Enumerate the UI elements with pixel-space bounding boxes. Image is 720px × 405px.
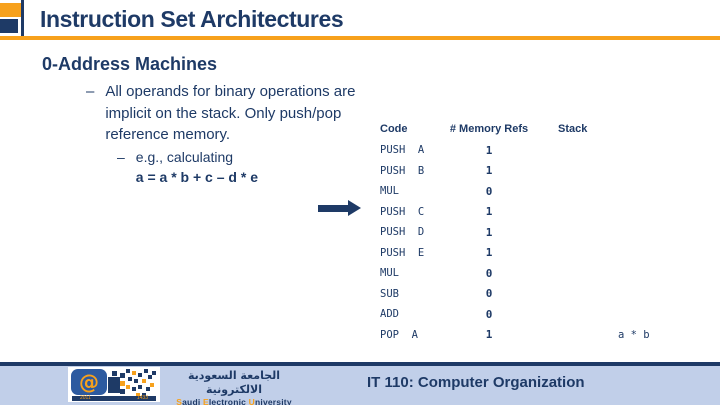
code-cell: POP A — [380, 328, 418, 341]
footer-navy-rule — [0, 362, 720, 366]
arrow-head — [348, 200, 361, 216]
bullet-operands: – All operands for binary operations are… — [86, 81, 356, 146]
table-row: MUL 0 — [380, 263, 705, 284]
bullet-line-3: reference memory. — [105, 126, 231, 143]
course-title: IT 110: Computer Organization — [367, 374, 585, 391]
rest-e: lectronic — [208, 397, 249, 405]
table-row: PUSH D 1 — [380, 222, 705, 243]
refs-cell: 0 — [485, 307, 493, 321]
bullet-text: All operands for binary operations are i… — [105, 81, 355, 146]
initial-e: E — [202, 397, 209, 405]
table-row: PUSH E 1 — [380, 243, 705, 264]
refs-cell: 0 — [485, 184, 493, 198]
table-row: ADD 0 — [380, 304, 705, 325]
header-vertical-line — [21, 0, 24, 36]
table-row: PUSH C 1 — [380, 202, 705, 223]
header-orange-rule — [0, 36, 720, 40]
refs-cell: 1 — [485, 205, 493, 219]
university-name-arabic: الجامعة السعودية الالكترونية — [187, 369, 281, 396]
code-cell: PUSH B — [380, 164, 425, 177]
arrow-body — [318, 205, 348, 212]
code-cell: MUL — [380, 267, 399, 280]
refs-cell: 1 — [485, 143, 493, 157]
code-cell: PUSH A — [380, 144, 425, 157]
table-row: MUL 0 — [380, 181, 705, 202]
sub-bullet-dash: – — [117, 149, 125, 165]
code-cell: SUB — [380, 287, 399, 300]
initial-u: U — [248, 397, 255, 405]
col-header-refs: # Memory Refs — [449, 123, 529, 135]
refs-cell: 1 — [485, 164, 493, 178]
header-navy-square — [0, 19, 18, 33]
col-header-stack: Stack — [558, 123, 588, 135]
refs-cell: 1 — [485, 225, 493, 239]
section-heading: 0-Address Machines — [42, 54, 218, 74]
example-text: e.g., calculating a = a * b + c – d * e — [136, 148, 258, 187]
refs-cell: 1 — [485, 246, 493, 260]
rest-s: audi — [182, 397, 203, 405]
code-cell: MUL — [380, 185, 399, 198]
table-header-row: Code # Memory Refs Stack — [380, 118, 705, 140]
bullet-example: – e.g., calculating a = a * b + c – d * … — [117, 148, 258, 187]
bullet-line-2: implicit on the stack. Only push/pop — [105, 104, 342, 122]
refs-cell: 1 — [485, 328, 493, 342]
refs-cell: 0 — [485, 266, 493, 280]
right-arrow-icon — [318, 200, 362, 217]
slide-title: Instruction Set Architectures — [40, 6, 344, 32]
table-row: PUSH A 1 — [380, 140, 705, 161]
header-orange-square — [0, 3, 22, 17]
stack-cell: a * b — [618, 328, 650, 341]
code-cell: ADD — [380, 308, 399, 321]
table-row: SUB 0 — [380, 284, 705, 305]
example-label: e.g., calculating — [135, 149, 234, 165]
rest-u: niversity — [254, 397, 292, 405]
bullet-line-1: All operands for binary operations are — [105, 83, 356, 100]
code-cell: PUSH D — [380, 226, 425, 239]
formula-text: a = a * b + c – d * e — [135, 169, 258, 185]
bullet-dash: – — [86, 83, 95, 100]
university-name: الجامعة السعودية الالكترونية Saudi Elect… — [163, 369, 305, 405]
refs-cell: 0 — [485, 287, 493, 301]
code-table: Code # Memory Refs Stack PUSH A 1 PUSH B… — [380, 118, 705, 345]
code-cell: PUSH C — [380, 205, 425, 218]
table-row: PUSH B 1 — [380, 161, 705, 182]
university-name-english: Saudi Electronic University — [163, 397, 305, 405]
logo-year-left: 2011 — [80, 395, 91, 401]
mosaic-pattern-icon — [108, 369, 156, 397]
col-header-code: Code — [380, 123, 408, 135]
logo-years-bar: 2011 1433 — [72, 396, 156, 401]
initial-s: S — [176, 397, 183, 405]
code-cell: PUSH E — [380, 246, 425, 259]
logo-year-right: 1433 — [136, 395, 148, 401]
at-symbol-icon: @ — [71, 369, 107, 395]
table-row: POP A 1 a * b — [380, 325, 705, 346]
university-logo: @ 2011 1433 — [68, 367, 160, 402]
